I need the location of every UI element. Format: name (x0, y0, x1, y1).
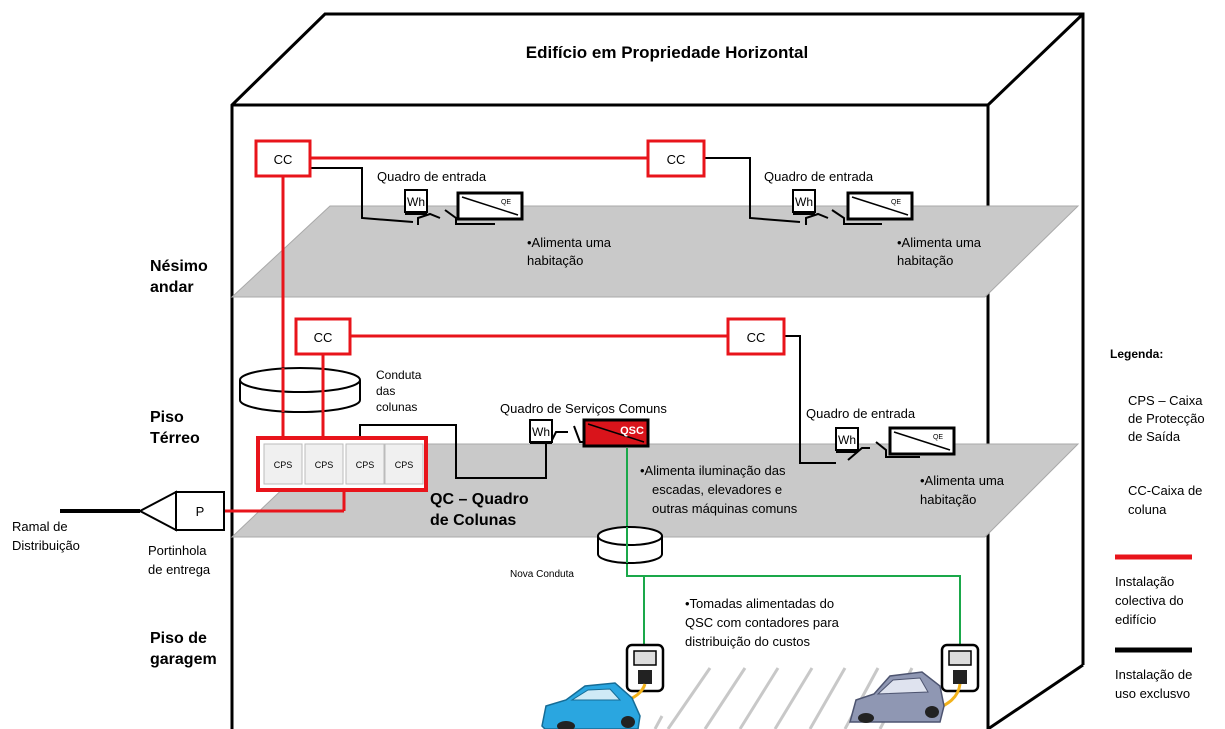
floor-label-ground-2: Térreo (150, 430, 200, 447)
conduta-label-1: Conduta (376, 368, 422, 382)
legend-cps-3: de Saída (1128, 429, 1181, 444)
floor-label-garage-2: garagem (150, 651, 217, 668)
cc-box-label: CC (667, 152, 686, 167)
wh-label: Wh (407, 195, 425, 209)
cc-box-label: CC (314, 330, 333, 345)
portinhola-de-entrega: P (137, 490, 225, 532)
qe-label: QE (891, 199, 901, 206)
wh-label: Wh (532, 425, 550, 439)
ramal-label-1: Ramal de (12, 519, 68, 534)
cps-label-1: CPS (274, 460, 293, 470)
cc-box-top-right: CC (646, 139, 706, 178)
wh-label: Wh (795, 195, 813, 209)
alimenta-iluminacao-3: outras máquinas comuns (652, 501, 798, 516)
quadro-entrada-label-left: Quadro de entrada (377, 169, 487, 184)
wh-meter-top-right: Wh (792, 189, 816, 215)
electric-car-blue (541, 682, 641, 729)
alimenta-habitacao-top-left-2: habitação (527, 253, 583, 268)
conduta-label-3: colunas (376, 400, 417, 414)
legend-collective-2: colectiva do (1115, 593, 1184, 608)
wh-meter-ground-right: Wh (835, 427, 859, 453)
floor-slab-ground (230, 443, 1080, 538)
alimenta-iluminacao-1: •Alimenta iluminação das (640, 463, 786, 478)
alimenta-habitacao-top-left-1: •Alimenta uma (527, 235, 612, 250)
conduta-label-2: das (376, 384, 395, 398)
cc-box-mid-right: CC (726, 317, 786, 356)
alimenta-habitacao-top-right-2: habitação (897, 253, 953, 268)
qc-label-2: de Colunas (430, 512, 516, 529)
cc-box-top-left: CC (254, 139, 312, 178)
quadro-servicos-label: Quadro de Serviços Comuns (500, 401, 667, 416)
alimenta-habitacao-top-right-1: •Alimenta uma (897, 235, 982, 250)
quadro-entrada-label-ground: Quadro de entrada (806, 406, 916, 421)
legend-cps-2: de Protecção (1128, 411, 1205, 426)
qc-quadro-colunas: CPS CPS CPS CPS (256, 436, 428, 492)
legend-title: Legenda: (1110, 347, 1163, 361)
floor-slab-nth (230, 205, 1080, 298)
alimenta-habitacao-ground-2: habitação (920, 492, 976, 507)
legend: Legenda: CPS – Caixa de Protecção de Saí… (1110, 347, 1205, 701)
legend-exclusive-1: Instalação de (1115, 667, 1192, 682)
qe-board-ground-right: QE (888, 426, 956, 456)
portinhola-label-2: de entrega (148, 562, 211, 577)
nova-conduta-cylinder (597, 526, 663, 564)
tomadas-label-1: •Tomadas alimentadas do (685, 596, 834, 611)
cps-label-3: CPS (356, 460, 375, 470)
cps-label-4: CPS (395, 460, 414, 470)
legend-collective-1: Instalação (1115, 574, 1174, 589)
qsc-label: QSC (620, 425, 644, 437)
legend-exclusive-2: uso exclusvo (1115, 686, 1190, 701)
legend-cps-1: CPS – Caixa (1128, 393, 1203, 408)
legend-cc-1: CC-Caixa de (1128, 483, 1202, 498)
diagram-title: Edifício em Propriedade Horizontal (526, 43, 808, 62)
quadro-entrada-label-right: Quadro de entrada (764, 169, 874, 184)
wh-meter-qsc: Wh (529, 419, 553, 444)
alimenta-habitacao-ground-1: •Alimenta uma (920, 473, 1005, 488)
legend-cc-2: coluna (1128, 502, 1167, 517)
wh-label: Wh (838, 433, 856, 447)
cc-box-label: CC (747, 330, 766, 345)
electric-car-silver (849, 671, 945, 723)
legend-collective-3: edifício (1115, 612, 1156, 627)
nova-conduta-label: Nova Conduta (510, 569, 574, 580)
floor-label-nth-1: Nésimo (150, 258, 208, 275)
ev-wiring (626, 448, 961, 645)
ev-charger-left (610, 643, 665, 713)
floor-label-nth-2: andar (150, 279, 194, 296)
tomadas-label-2: QSC com contadores para (685, 615, 840, 630)
floor-label-garage-1: Piso de (150, 630, 207, 647)
conduta-colunas-cylinder (239, 367, 361, 413)
portinhola-label-1: Portinhola (148, 543, 207, 558)
ev-charger-right (931, 643, 980, 714)
floor-label-ground-1: Piso (150, 409, 184, 426)
qc-label-1: QC – Quadro (430, 491, 529, 508)
alimenta-iluminacao-2: escadas, elevadores e (652, 482, 782, 497)
cps-label-2: CPS (315, 460, 334, 470)
wh-meter-top-left: Wh (404, 189, 428, 215)
portinhola-p-label: P (196, 504, 205, 519)
building-outline (230, 12, 1085, 729)
qe-label: QE (501, 199, 511, 206)
cc-box-mid-left: CC (294, 317, 352, 356)
tomadas-label-3: distribuição do custos (685, 634, 811, 649)
exclusive-wiring (310, 157, 920, 479)
qe-label: QE (933, 434, 943, 441)
qsc-board: QSC (582, 418, 650, 448)
ramal-label-2: Distribuição (12, 538, 80, 553)
qe-board-top-left: QE (456, 191, 524, 221)
cc-box-label: CC (274, 152, 293, 167)
qe-board-top-right: QE (846, 191, 914, 221)
